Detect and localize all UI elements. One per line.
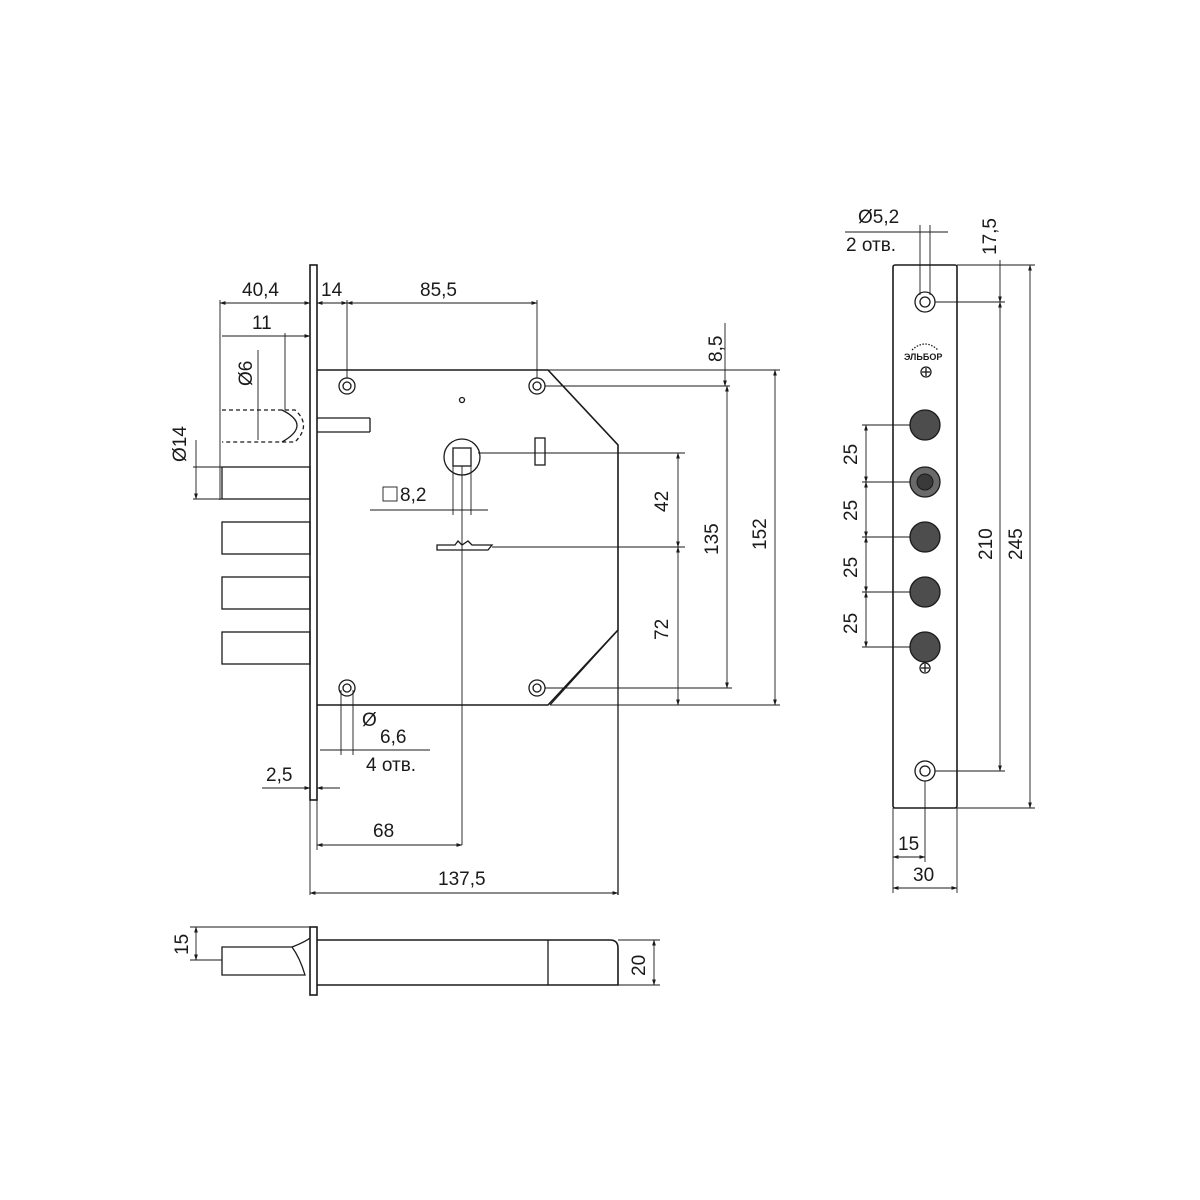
bottom-bolt [221,946,306,976]
dim-135: 135 [702,523,723,555]
front-faceplate [309,264,318,801]
dead-bolts [221,466,311,665]
bottom-view: 15 20 [172,926,660,996]
dim-85-5: 85,5 [420,280,457,301]
brand-logo: ЭЛЬБОР [904,343,942,378]
latch-slot [534,437,546,466]
dim-25-c: 25 [841,557,862,578]
faceplate-bolts [909,409,941,674]
dim-14: 14 [321,280,343,301]
faceplate-hole-bottom [914,760,936,782]
dim-152: 152 [750,518,771,550]
holes-2: 2 отв. [846,235,896,256]
mount-hole-top-right [528,377,546,395]
latch-bolt [222,409,371,443]
bottom-faceplate [309,926,318,996]
phi-symbol-6-6: Ø [362,710,377,731]
dim-25-a: 25 [841,444,862,465]
mount-hole-bottom-right [528,679,546,697]
dim-25-d: 25 [841,613,862,634]
dim-bottom-15: 15 [172,934,193,955]
bottom-body [317,939,619,986]
dim-face-15: 15 [898,834,919,855]
dim-sq-8-2: 8,2 [400,485,426,506]
dim-210: 210 [976,528,997,560]
dim-68: 68 [373,821,394,842]
dim-phi-6-6: 6,6 [380,727,406,748]
faceplate-view: ЭЛЬБОР Ø5,2 2 отв. 17,5 [841,207,1035,893]
dim-25-b: 25 [841,500,862,521]
dead-bolt-1 [221,466,311,500]
holes-4: 4 отв. [366,755,416,776]
small-hole [458,396,466,404]
dim-phi14: Ø14 [170,426,191,462]
faceplate-bolt-1 [909,409,941,441]
keyhole [436,540,494,551]
dim-phi-5-2: Ø5,2 [858,207,899,228]
dead-bolt-4 [221,631,311,665]
dim-face-30: 30 [913,865,934,886]
dim-40-4: 40,4 [242,280,279,301]
dead-bolt-3 [221,576,311,610]
dim-2-5: 2,5 [266,765,292,786]
faceplate-bolt-4 [909,631,941,663]
faceplate-hole-top [914,291,936,313]
square-symbol [382,486,398,502]
dim-17-5: 17,5 [980,218,1001,255]
dim-245: 245 [1006,528,1027,560]
faceplate-bolt-2 [909,521,941,553]
mount-hole-top-left [338,377,356,395]
dim-11: 11 [252,313,272,334]
dim-72: 72 [652,619,673,640]
dim-bottom-20: 20 [629,955,650,976]
mount-hole-bottom-left [338,679,356,697]
faceplate-bolt-3 [909,576,941,608]
dead-bolt-2 [221,521,311,555]
dim-phi6: Ø6 [236,361,257,386]
dim-8-5: 8,5 [706,336,727,362]
dim-137-5: 137,5 [438,869,486,890]
dim-42: 42 [652,491,673,512]
lock-body [317,369,619,706]
brand-logo-text: ЭЛЬБОР [904,352,942,362]
front-view: 40,4 14 85,5 11 Ø6 Ø14 8,5 8,2 [170,264,780,895]
